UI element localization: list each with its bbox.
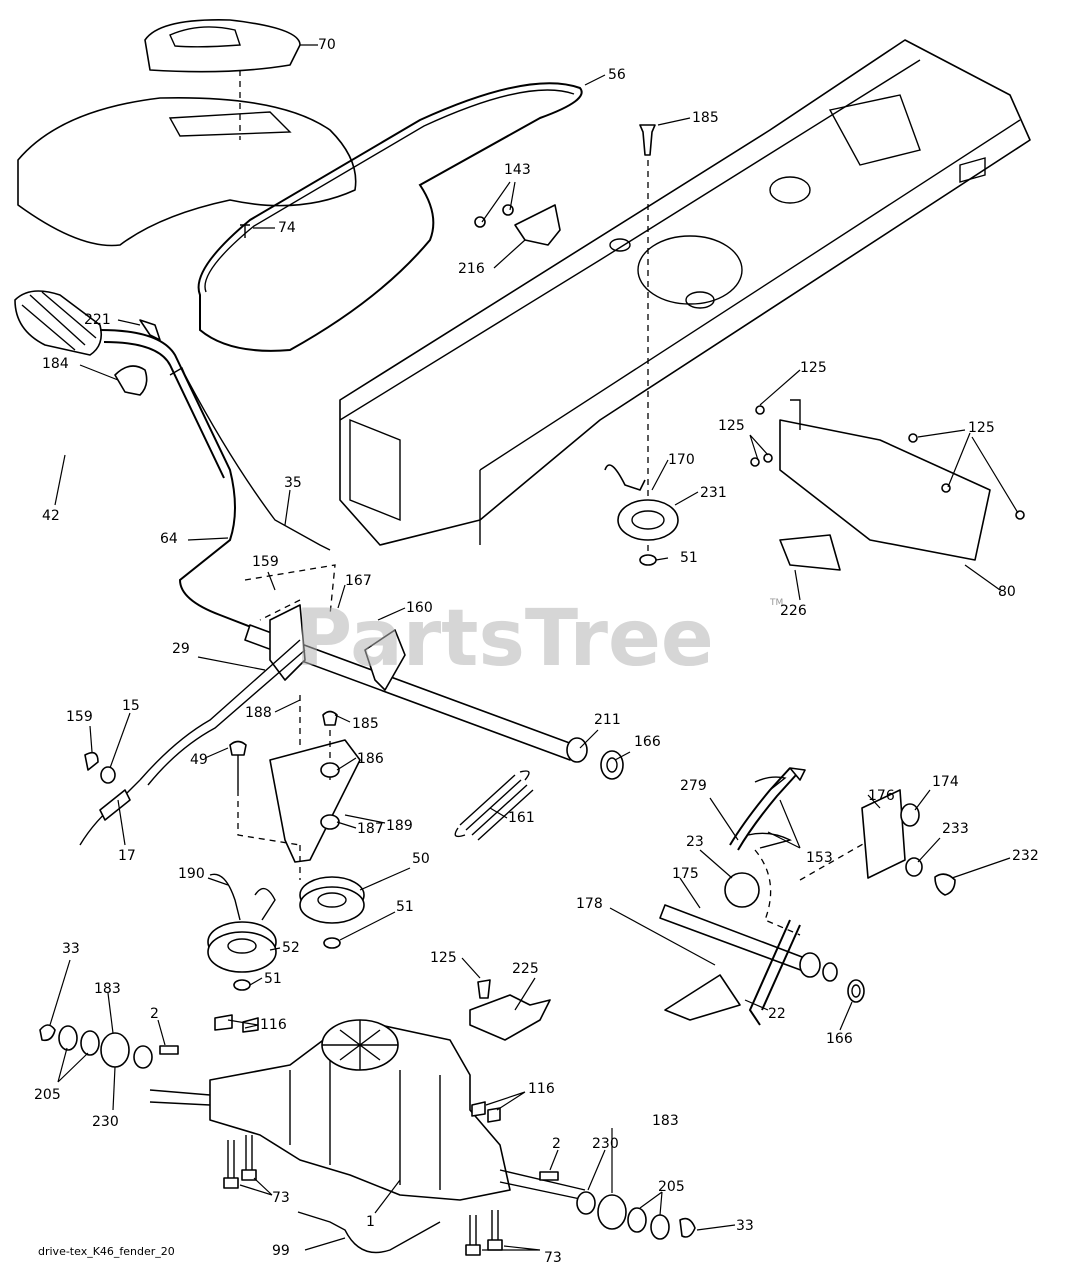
callout-1: 1 [366, 1214, 375, 1230]
callout-188: 188 [245, 705, 272, 721]
callout-232: 232 [1012, 848, 1039, 864]
callout-166b: 166 [826, 1031, 853, 1047]
callout-80: 80 [998, 584, 1016, 600]
brake-rod-175 [659, 904, 865, 1026]
callout-15: 15 [122, 698, 140, 714]
callout-230a: 230 [92, 1114, 119, 1130]
cross-shaft [139, 564, 624, 786]
callout-230b: 230 [592, 1136, 619, 1152]
callout-49: 49 [190, 752, 208, 768]
callout-233: 233 [942, 821, 969, 837]
callout-73b: 73 [544, 1250, 562, 1266]
callout-125d: 125 [430, 950, 457, 966]
transaxle [149, 1014, 586, 1201]
callout-73a: 73 [272, 1190, 290, 1206]
watermark: PartsTree TM [295, 594, 783, 684]
callout-29: 29 [172, 641, 190, 657]
callout-174: 174 [932, 774, 959, 790]
callout-205b: 205 [658, 1179, 685, 1195]
callout-231: 231 [700, 485, 727, 501]
callout-226: 226 [780, 603, 807, 619]
callout-170: 170 [668, 452, 695, 468]
callout-159b: 159 [66, 709, 93, 725]
callout-211: 211 [594, 712, 621, 728]
callout-143: 143 [504, 162, 531, 178]
callout-116b: 116 [528, 1081, 555, 1097]
callout-33a: 33 [62, 941, 80, 957]
leader-lines [49, 44, 1019, 1251]
callout-225: 225 [512, 961, 539, 977]
callout-17: 17 [118, 848, 136, 864]
callout-125a: 125 [800, 360, 827, 376]
callout-125c: 125 [968, 420, 995, 436]
callout-185b: 185 [352, 716, 379, 732]
diagram-caption: drive-tex_K46_fender_20 [38, 1245, 175, 1258]
trademark-mark: TM [769, 598, 783, 608]
callout-187: 187 [357, 821, 384, 837]
callout-166a: 166 [634, 734, 661, 750]
callout-50: 50 [412, 851, 430, 867]
callout-99: 99 [272, 1243, 290, 1259]
callout-159a: 159 [252, 554, 279, 570]
shift-lever-assembly [14, 290, 401, 686]
idler-arm-189 [229, 695, 361, 880]
callout-279: 279 [680, 778, 707, 794]
panel-80 [750, 399, 1025, 571]
link-rod-17 [79, 751, 141, 846]
callout-176: 176 [868, 788, 895, 804]
callout-161: 161 [508, 810, 535, 826]
callout-153: 153 [806, 850, 833, 866]
fender-assembly [17, 19, 357, 247]
callout-190: 190 [178, 866, 205, 882]
callout-183b: 183 [652, 1113, 679, 1129]
callout-33b: 33 [736, 1218, 754, 1234]
callout-216: 216 [458, 261, 485, 277]
callout-175: 175 [672, 866, 699, 882]
callout-116a: 116 [260, 1017, 287, 1033]
callout-56: 56 [608, 67, 626, 83]
heat-shield-225 [469, 979, 551, 1041]
drive-belt [197, 82, 583, 352]
callout-74: 74 [278, 220, 296, 236]
watermark-text: PartsTree [295, 594, 714, 684]
callout-51c: 51 [264, 971, 282, 987]
callout-23: 23 [686, 834, 704, 850]
callout-183a: 183 [94, 981, 121, 997]
callout-51a: 51 [680, 550, 698, 566]
idler-pulley-231 [604, 124, 679, 566]
tractor-frame [339, 39, 1031, 546]
mounting-bolts-73 [223, 1135, 503, 1256]
bracket-216 [474, 204, 561, 246]
callout-125b: 125 [718, 418, 745, 434]
callout-51b: 51 [396, 899, 414, 915]
callout-70: 70 [318, 37, 336, 53]
spring-161 [454, 770, 534, 841]
left-axle-parts [39, 1024, 179, 1069]
callout-221: 221 [84, 312, 111, 328]
callout-52: 52 [282, 940, 300, 956]
callout-178: 178 [576, 896, 603, 912]
callout-2b: 2 [552, 1136, 561, 1152]
callout-22: 22 [768, 1006, 786, 1022]
callout-186: 186 [357, 751, 384, 767]
callout-64: 64 [160, 531, 178, 547]
callout-205a: 205 [34, 1087, 61, 1103]
brake-assembly [724, 767, 956, 936]
callout-35: 35 [284, 475, 302, 491]
callout-160: 160 [406, 600, 433, 616]
callout-184: 184 [42, 356, 69, 372]
pulleys [207, 873, 365, 991]
callout-189: 189 [386, 818, 413, 834]
callout-185a: 185 [692, 110, 719, 126]
callout-2a: 2 [150, 1006, 159, 1022]
callout-167: 167 [345, 573, 372, 589]
callout-42: 42 [42, 508, 60, 524]
